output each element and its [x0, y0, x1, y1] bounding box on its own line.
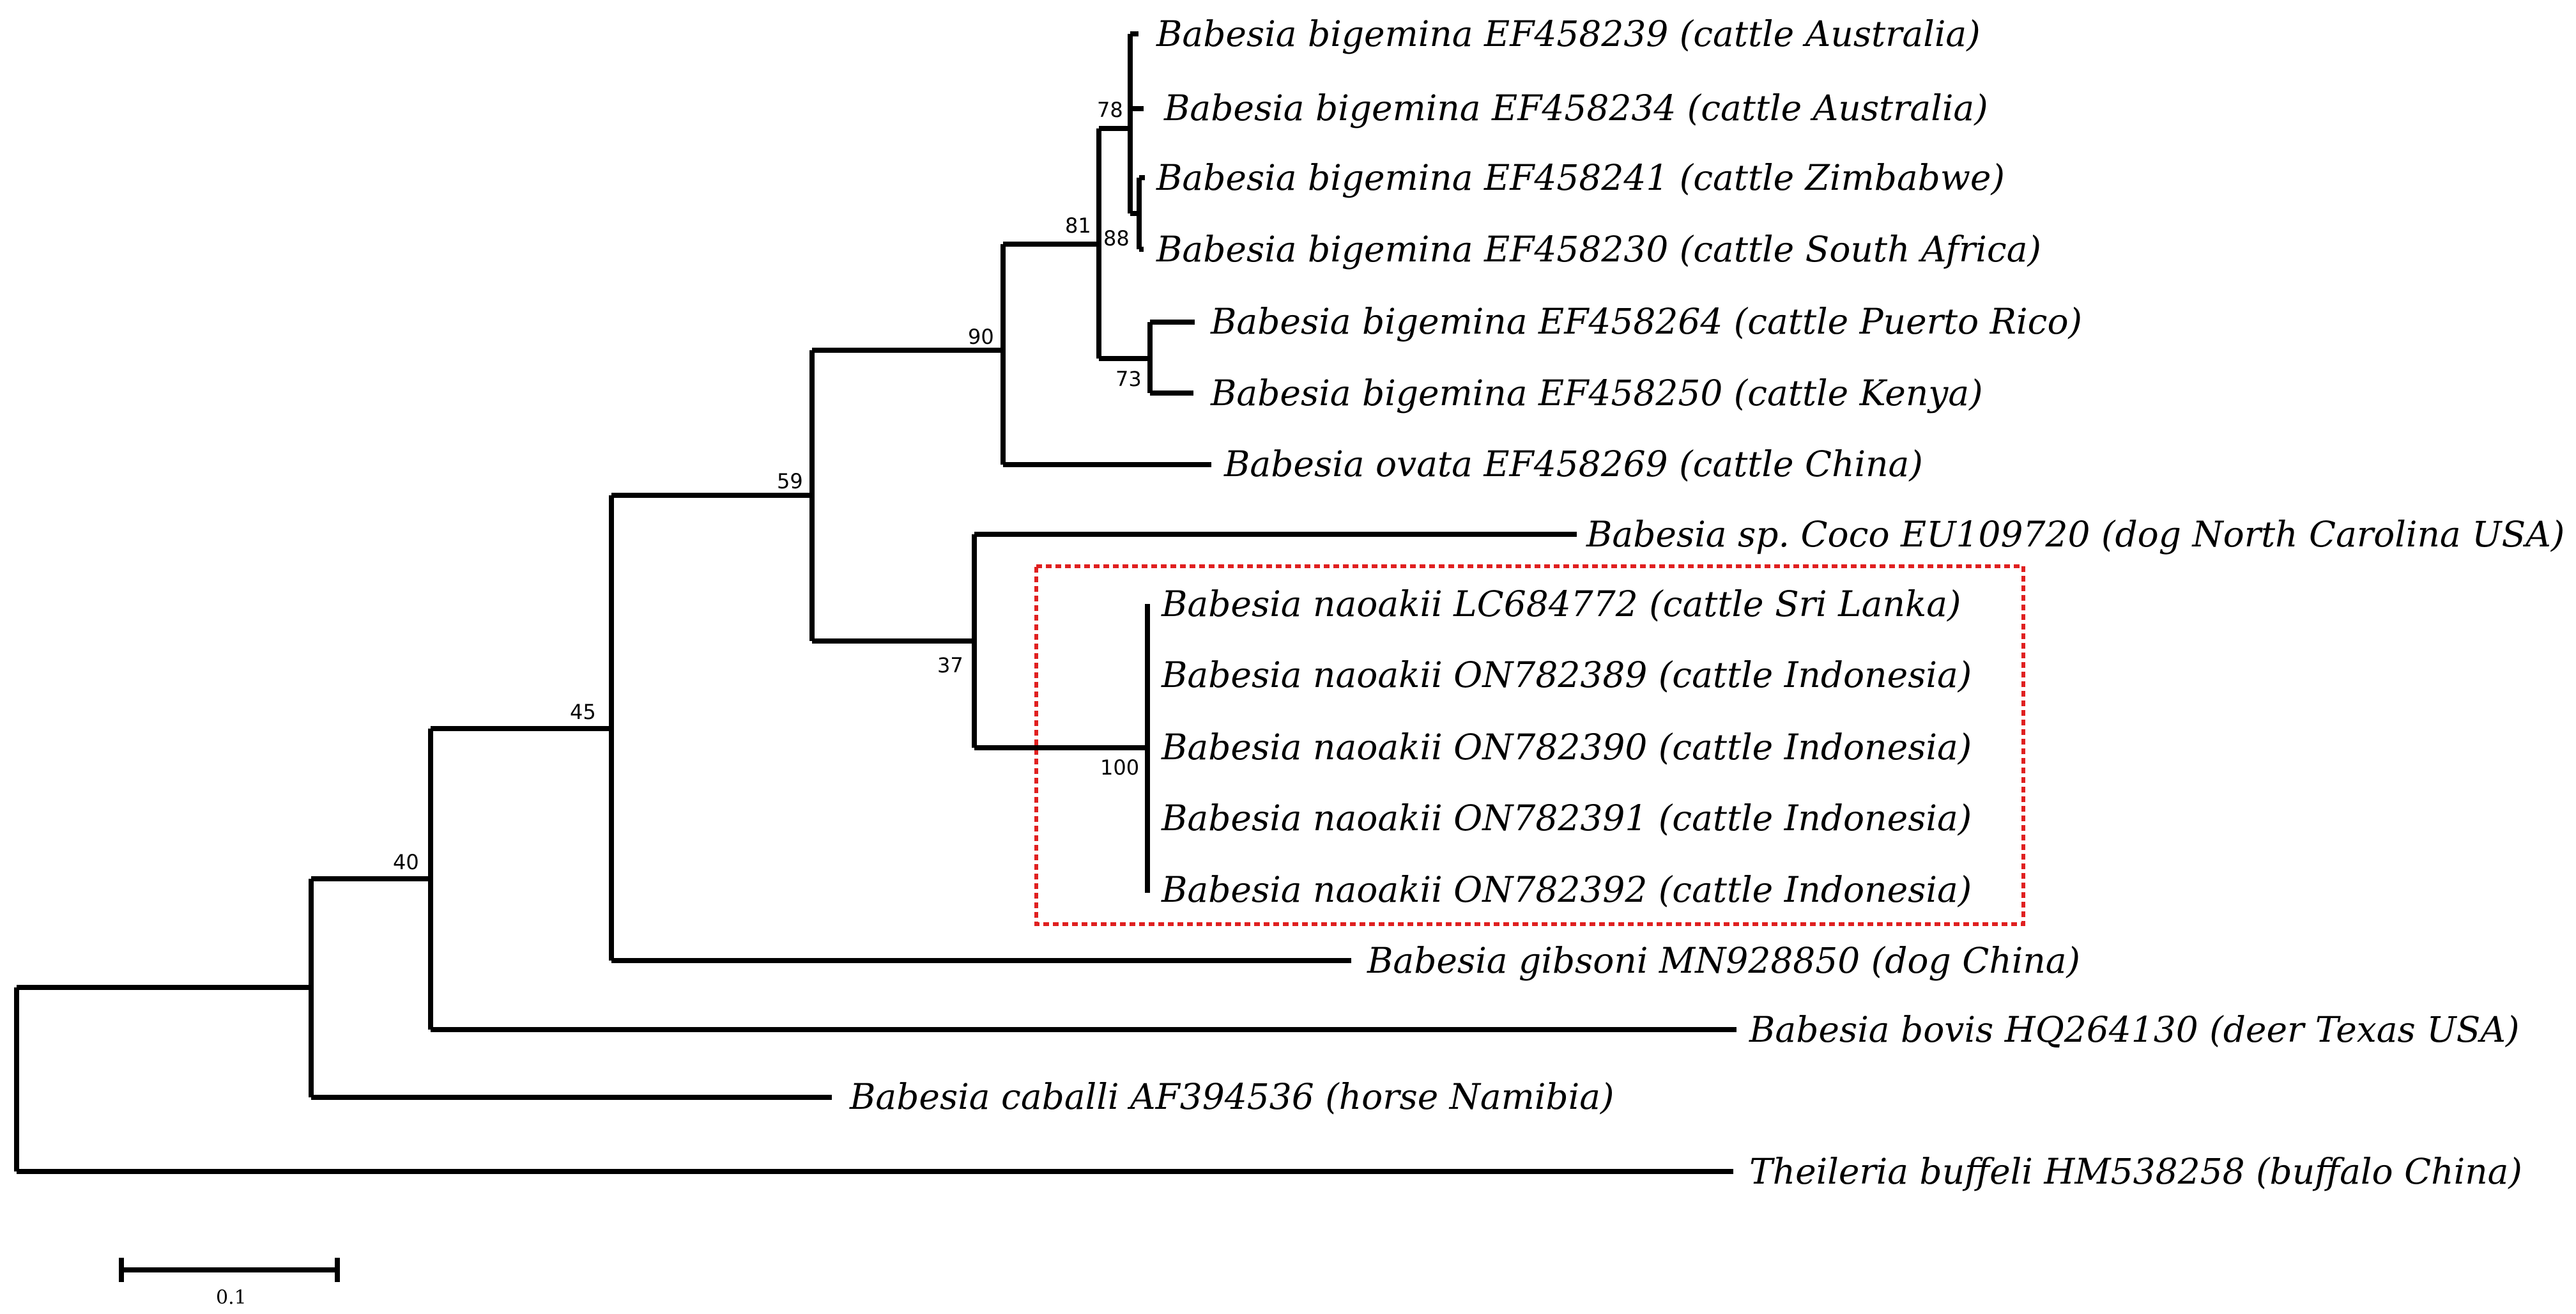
support-values: 78 81 88 90 73 59 37 100 45 40	[393, 98, 1142, 874]
support-73: 73	[1116, 367, 1142, 391]
taxon-label: Theileria buffeli HM538258 (buffalo Chin…	[1749, 1151, 2522, 1192]
taxon-label: Babesia bigemina EF458234 (cattle Austra…	[1163, 88, 1988, 128]
support-81: 81	[1065, 213, 1091, 238]
scale-bar-label: 0.1	[216, 1287, 247, 1309]
support-88: 88	[1103, 226, 1130, 251]
support-90: 90	[968, 325, 994, 349]
taxon-label: Babesia bovis HQ264130 (deer Texas USA)	[1749, 1009, 2519, 1050]
support-78: 78	[1097, 98, 1123, 122]
taxon-label: Babesia naoakii ON782390 (cattle Indones…	[1161, 727, 1972, 768]
taxon-labels: Babesia bigemina EF458239 (cattle Austra…	[849, 13, 2564, 1192]
support-45: 45	[570, 700, 596, 724]
taxon-label: Babesia naoakii ON782391 (cattle Indones…	[1161, 798, 1972, 839]
taxon-label: Babesia naoakii ON782389 (cattle Indones…	[1161, 654, 1972, 695]
taxon-label: Babesia bigemina EF458241 (cattle Zimbab…	[1156, 157, 2005, 198]
support-59: 59	[777, 469, 803, 493]
taxon-label: Babesia caballi AF394536 (horse Namibia)	[849, 1076, 1614, 1117]
taxon-label: Babesia bigemina EF458250 (cattle Kenya)	[1210, 373, 1983, 414]
taxon-label: Babesia sp. Coco EU109720 (dog North Car…	[1586, 514, 2564, 555]
support-100: 100	[1100, 755, 1139, 780]
taxon-label: Babesia naoakii LC684772 (cattle Sri Lan…	[1161, 584, 1961, 624]
taxon-label: Babesia bigemina EF458230 (cattle South …	[1156, 229, 2041, 270]
support-37: 37	[937, 653, 963, 677]
tree-branches	[14, 31, 1736, 1174]
taxon-label: Babesia bigemina EF458264 (cattle Puerto…	[1210, 301, 2082, 342]
support-40: 40	[393, 850, 419, 874]
taxon-label: Babesia naoakii ON782392 (cattle Indones…	[1161, 869, 1972, 910]
taxon-label: Babesia gibsoni MN928850 (dog China)	[1367, 940, 2080, 981]
taxon-label: Babesia ovata EF458269 (cattle China)	[1223, 444, 1923, 484]
taxon-label: Babesia bigemina EF458239 (cattle Austra…	[1156, 13, 1981, 54]
scale-bar: 0.1	[119, 1258, 340, 1309]
